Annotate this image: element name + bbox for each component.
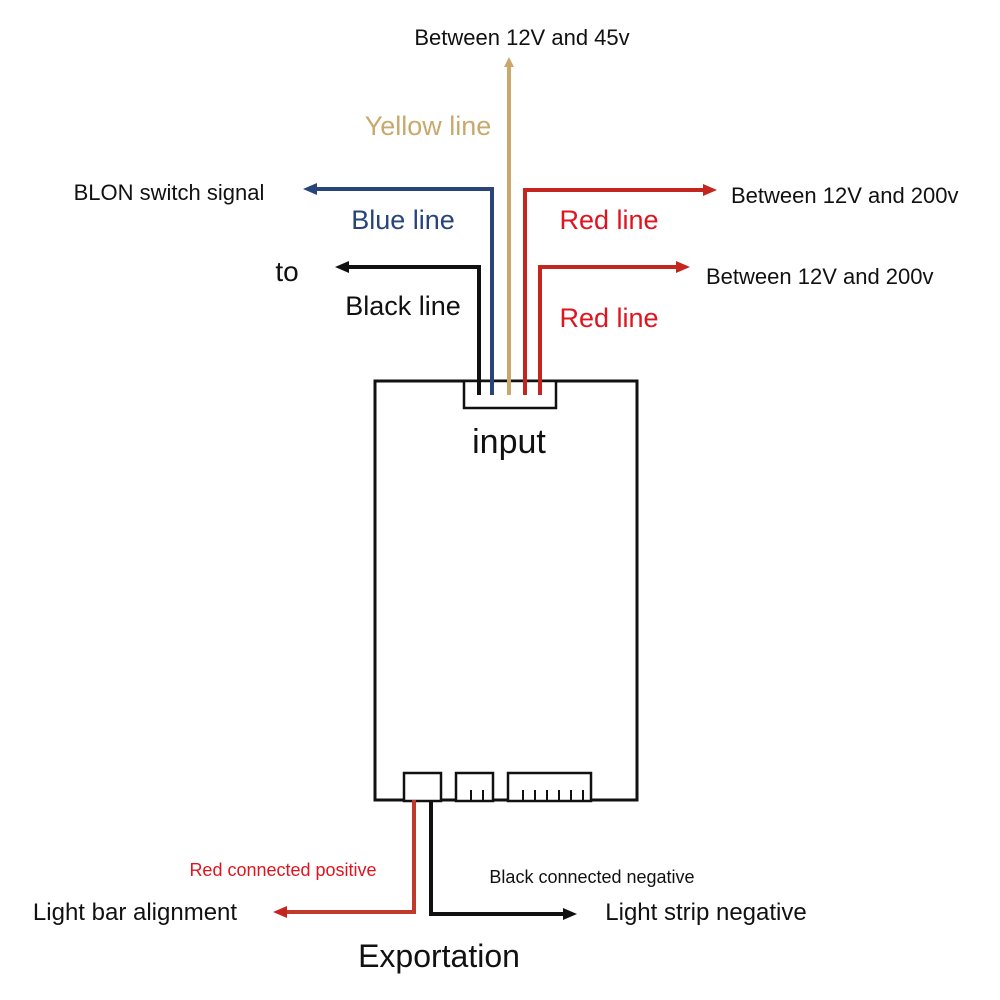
to-label: to	[275, 256, 298, 287]
red-output-wire	[273, 800, 416, 918]
blue-input-wire	[303, 183, 494, 395]
red-line-label-2: Red line	[559, 303, 658, 333]
output-connector-3-pins	[522, 790, 584, 801]
black-output-wire	[429, 800, 577, 920]
output-connector-1	[402, 771, 443, 803]
input-label: input	[472, 423, 546, 461]
red-connected-positive-label: Red connected positive	[189, 860, 376, 880]
yellow-line-label: Yellow line	[365, 111, 492, 141]
top-voltage-label: Between 12V and 45v	[414, 25, 629, 50]
blue-line-label: Blue line	[351, 205, 455, 235]
red-voltage-label-2: Between 12V and 200v	[706, 264, 934, 289]
blon-signal-label: BLON switch signal	[74, 180, 265, 205]
board-outline	[373, 379, 639, 802]
black-input-wire	[335, 261, 481, 395]
output-connector-3	[506, 771, 593, 803]
output-connector-2	[454, 771, 495, 803]
exportation-label: Exportation	[358, 938, 520, 974]
black-line-label: Black line	[345, 291, 461, 321]
light-bar-alignment-label: Light bar alignment	[33, 899, 237, 926]
black-connected-negative-label: Black connected negative	[489, 867, 694, 887]
output-connector-2-pins	[470, 790, 484, 801]
light-strip-negative-label: Light strip negative	[605, 899, 806, 926]
red-voltage-label-1: Between 12V and 200v	[731, 183, 959, 208]
red-input-wire-2	[538, 261, 690, 395]
red-input-wire-1	[523, 184, 717, 395]
red-line-label-1: Red line	[559, 205, 658, 235]
